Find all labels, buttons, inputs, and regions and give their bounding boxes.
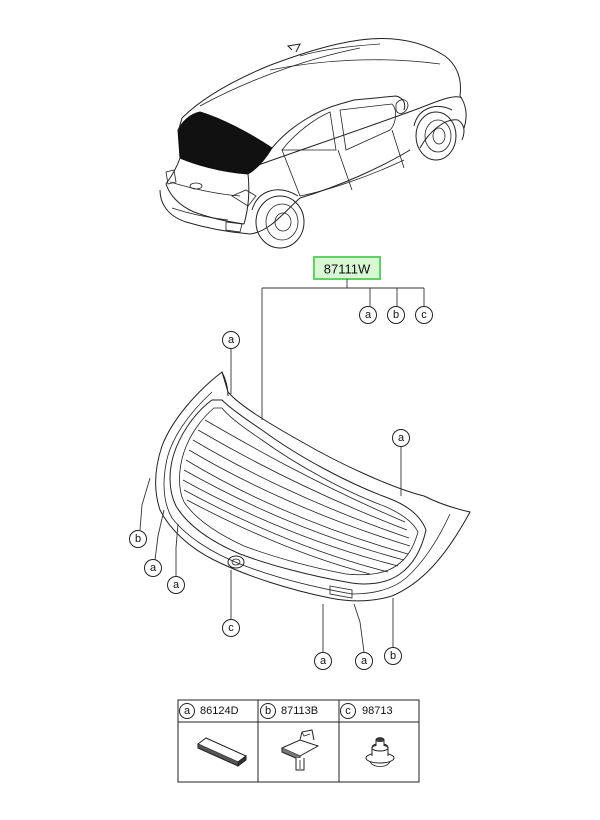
grommet-icon — [365, 737, 395, 767]
callout-bottom-a1[interactable]: a — [314, 652, 332, 670]
callout-left-a-mid[interactable]: a — [144, 559, 162, 577]
main-part-label[interactable]: 87111W — [313, 256, 381, 280]
label-tree — [261, 279, 425, 420]
callout-bottom-a2[interactable]: a — [355, 652, 373, 670]
svg-text:b: b — [135, 533, 141, 545]
car-illustration — [159, 38, 467, 249]
callout-left-b[interactable]: b — [129, 530, 147, 548]
svg-text:a: a — [228, 334, 235, 346]
svg-text:a: a — [398, 432, 405, 444]
callout-bottom-b[interactable]: b — [384, 647, 402, 665]
main-part-number: 87111W — [324, 262, 371, 277]
svg-text:a: a — [320, 655, 327, 667]
strip-pad-icon — [197, 737, 247, 767]
callout-left-a-low[interactable]: a — [167, 576, 185, 594]
svg-text:b: b — [393, 309, 399, 321]
callout-right-a[interactable]: a — [392, 429, 410, 447]
leader-lines — [139, 349, 402, 653]
legend-part-number-c: 98713 — [362, 705, 393, 717]
callout-top-a[interactable]: a — [359, 306, 377, 324]
rear-glass-highlight — [177, 111, 273, 175]
svg-text:c: c — [421, 309, 427, 321]
svg-text:b: b — [390, 650, 396, 662]
legend-part-number-a: 86124D — [200, 705, 239, 717]
legend-table: a 86124D b 87113B c 98713 — [177, 699, 420, 783]
svg-text:a: a — [184, 705, 191, 717]
legend-cell-a[interactable]: a 86124D — [179, 703, 239, 719]
rear-window-glass[interactable] — [155, 371, 471, 602]
callout-top-b[interactable]: b — [387, 306, 405, 324]
svg-text:c: c — [228, 622, 234, 634]
callout-bottom-c[interactable]: c — [222, 619, 240, 637]
callout-left-a-upper[interactable]: a — [222, 331, 240, 349]
callout-top-c[interactable]: c — [415, 306, 433, 324]
legend-cell-b[interactable]: b 87113B — [260, 703, 319, 719]
svg-text:a: a — [173, 579, 180, 591]
legend-part-number-b: 87113B — [281, 705, 318, 717]
svg-text:a: a — [361, 655, 368, 667]
svg-text:a: a — [150, 562, 157, 574]
svg-text:c: c — [345, 705, 351, 717]
bracket-clip-icon — [280, 729, 320, 771]
legend-cell-c[interactable]: c 98713 — [340, 703, 393, 719]
svg-text:a: a — [365, 309, 372, 321]
svg-text:b: b — [265, 705, 271, 717]
